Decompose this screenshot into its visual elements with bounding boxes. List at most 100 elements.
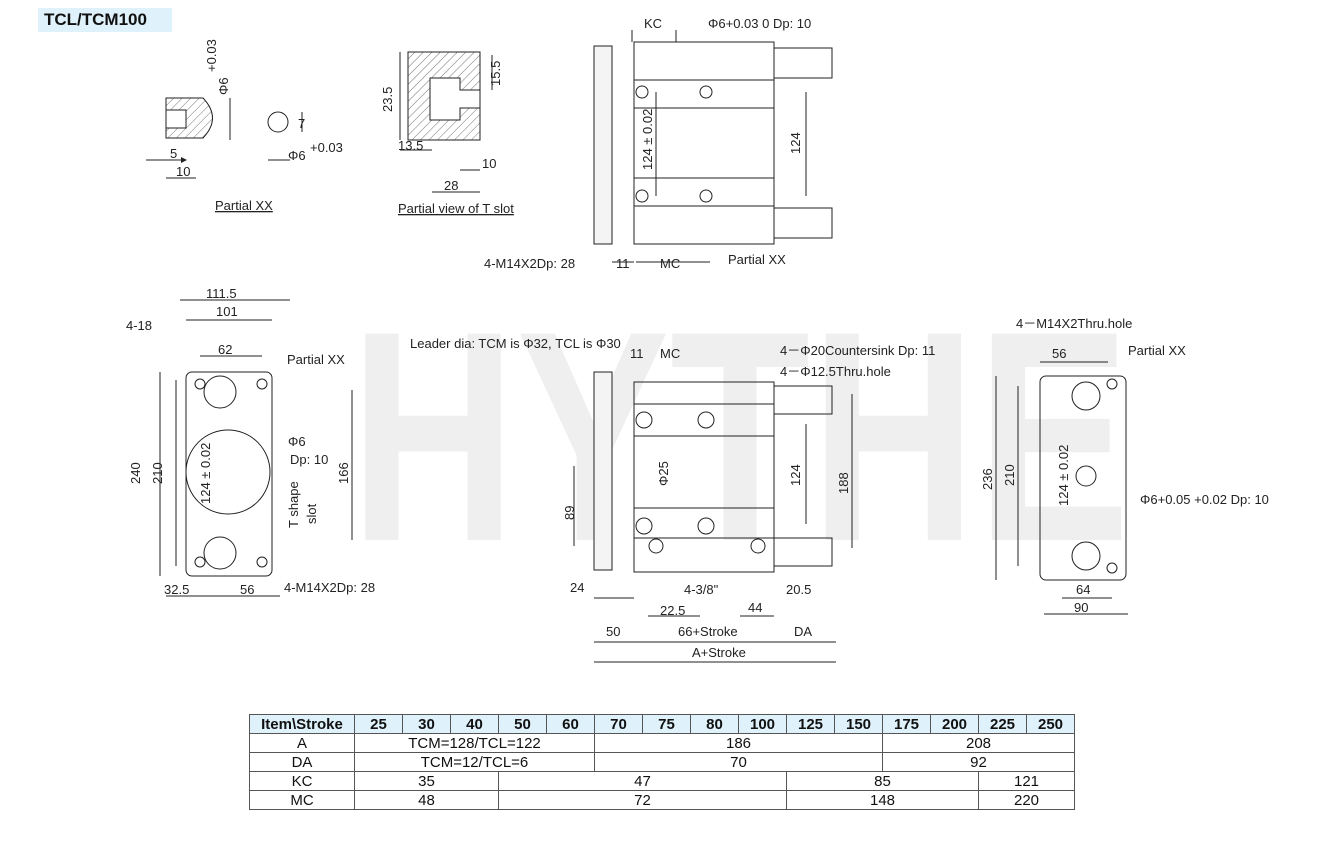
dim-240: 240 [128,462,143,484]
table-header-cell: 175 [882,714,931,734]
technical-drawing: HYTHE Φ6 +0.03 5 10 7 Φ6 +0.03 Partial X… [126,16,1269,663]
table-row-label: DA [249,752,355,772]
dim-56-left: 56 [240,582,254,597]
partial-xx-right: Partial XX [1128,343,1186,358]
dim-124-tol-right: 124 ± 0.02 [1056,445,1071,506]
table-header-cell: 150 [834,714,883,734]
thru-12-5: 4－Φ12.5Thru.hole [780,364,891,379]
dim-11-top: 11 [616,256,630,271]
table-header-cell: 60 [546,714,595,734]
dim-15-5: 15.5 [488,61,503,86]
dp-10-left: Dp: 10 [290,452,328,467]
dim-62: 62 [218,342,232,357]
dim-20-5: 20.5 [786,582,811,597]
partial-xx-left: Partial XX [287,352,345,367]
dim-13-5: 13.5 [398,138,423,153]
dim-90: 90 [1074,600,1088,615]
slot: slot [304,503,319,524]
dim-124-tol-left: 124 ± 0.02 [198,443,213,504]
page-title: TCL/TCM100 [38,8,172,32]
m14-dp28-top: 4-M14X2Dp: 28 [484,256,575,271]
tol-up: +0.03 [204,39,219,72]
stroke-66: 66+Stroke [678,624,738,639]
dim-phi6-hole: Φ6 [288,148,306,163]
table-header-cell: 25 [354,714,403,734]
table-header-cell: 50 [498,714,547,734]
table-header-cell: 100 [738,714,787,734]
tol-up-2: +0.03 [310,140,343,155]
dim-124-front: 124 [788,464,803,486]
dim-10-t: 10 [482,156,496,171]
phi6-005: Φ6+0.05 +0.02 Dp: 10 [1140,492,1269,507]
table-cell: 92 [882,752,1075,772]
t-slot-label: Partial view of T slot [398,201,514,216]
t-shape: T shape [286,481,301,528]
table-cell: 85 [786,771,979,791]
dim-5: 5 [170,146,177,161]
table-cell: 47 [498,771,787,791]
right-end-view [995,361,1128,615]
table-header-cell: 225 [978,714,1027,734]
table-header-cell: 250 [1026,714,1075,734]
dim-da: DA [794,624,812,639]
dim-236: 236 [980,468,995,490]
a-stroke: A+Stroke [692,645,746,660]
dim-phi25: Φ25 [656,461,671,486]
dim-24: 24 [570,580,584,595]
dim-23-5: 23.5 [380,87,395,112]
table-header-cell: 200 [930,714,979,734]
countersink: 4－Φ20Countersink Dp: 11 [780,343,935,358]
table-cell: 220 [978,790,1075,810]
table-row-label: MC [249,790,355,810]
dim-166: 166 [336,462,351,484]
table-header-cell: 80 [690,714,739,734]
dim-mc-front: MC [660,346,680,361]
dim-50: 50 [606,624,620,639]
dim-kc: KC [644,16,662,31]
partial-xx-top: Partial XX [728,252,786,267]
table-cell: 208 [882,733,1075,753]
four-3-8: 4-3/8" [684,582,719,597]
top-view [593,30,833,263]
table-cell: TCM=128/TCL=122 [354,733,595,753]
dim-111-5: 111.5 [206,286,237,301]
m14-dp28-left: 4-M14X2Dp: 28 [284,580,375,595]
dim-32-5: 32.5 [164,582,189,597]
table-cell: 48 [354,790,499,810]
partial-xx-detail [146,97,303,179]
dim-89: 89 [562,506,577,520]
table-cell: 148 [786,790,979,810]
dim-phi6-partial: Φ6 [216,77,231,95]
m14-thru: 4－M14X2Thru.hole [1016,316,1132,331]
t-slot-detail [399,51,493,193]
table-header-cell: 75 [642,714,691,734]
dim-phi6-left: Φ6 [288,434,306,449]
front-view [573,371,853,663]
dim-64: 64 [1076,582,1090,597]
table-header-cell: 70 [594,714,643,734]
table-cell: 35 [354,771,499,791]
table-cell: 72 [498,790,787,810]
dim-28: 28 [444,178,458,193]
table-header-cell: 40 [450,714,499,734]
table-cell: 121 [978,771,1075,791]
table-row-label: A [249,733,355,753]
table-cell: TCM=12/TCL=6 [354,752,595,772]
dim-4-18: 4-18 [126,318,152,333]
table-header-cell: 125 [786,714,835,734]
dim-188: 188 [836,472,851,494]
dim-56-right: 56 [1052,346,1066,361]
left-end-view [159,299,353,597]
dim-44: 44 [748,600,762,615]
partial-xx-label: Partial XX [215,198,273,213]
dim-11-front: 11 [630,346,644,361]
leader-dia: Leader dia: TCM is Φ32, TCL is Φ30 [410,336,621,351]
dim-101: 101 [216,304,238,319]
